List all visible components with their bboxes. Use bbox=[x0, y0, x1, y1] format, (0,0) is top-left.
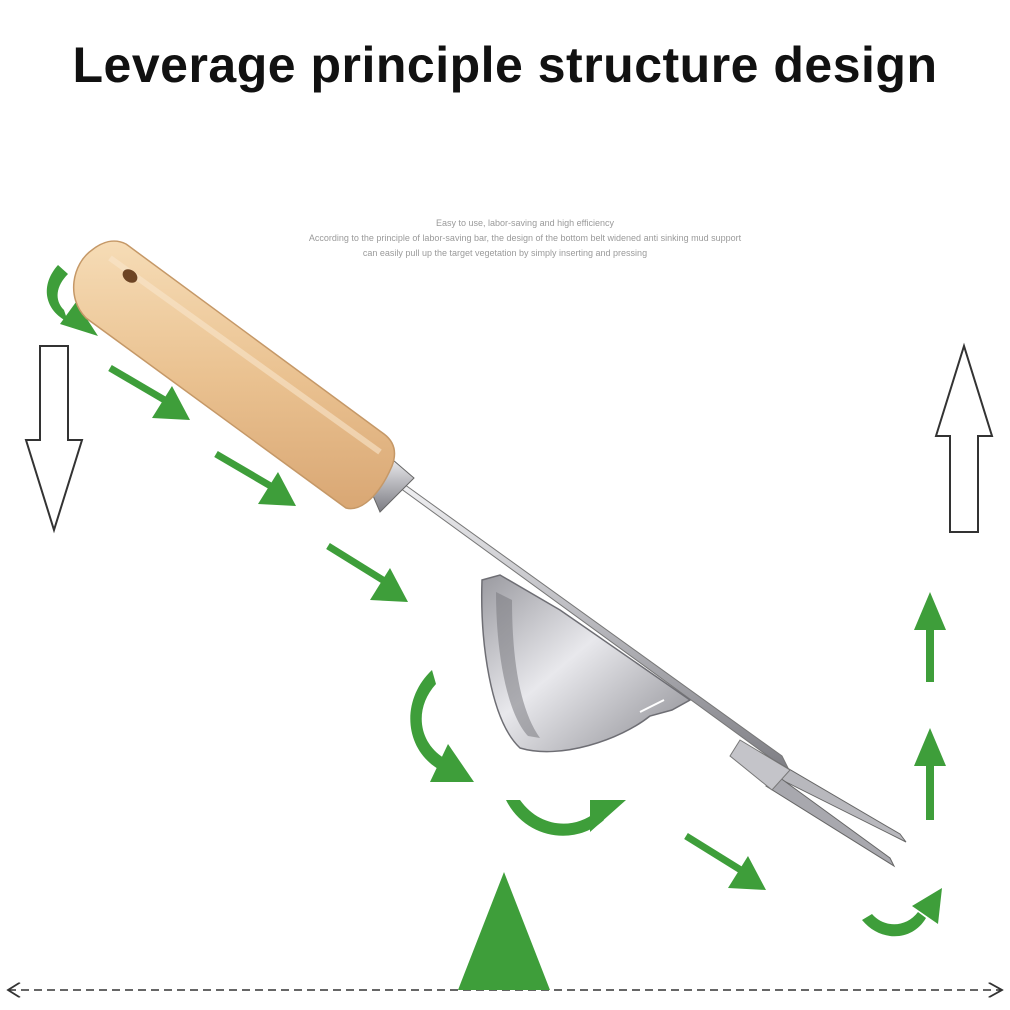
curved-arrow-icon bbox=[410, 670, 474, 782]
diagonal-arrow-icon bbox=[684, 833, 766, 890]
up-arrow-icon bbox=[914, 592, 946, 682]
diagonal-arrow-icon bbox=[326, 543, 408, 602]
curved-arrow-icon bbox=[862, 888, 942, 937]
diagonal-arrow-icon bbox=[108, 364, 190, 420]
caption-line-3: can easily pull up the target vegetation… bbox=[362, 248, 648, 258]
motion-arrows bbox=[46, 265, 946, 937]
hang-hole bbox=[122, 269, 138, 283]
curved-arrow-icon bbox=[506, 800, 626, 836]
diagonal-arrow-icon bbox=[214, 450, 296, 506]
curved-arrow-icon bbox=[46, 265, 98, 336]
down-arrow-outline-icon bbox=[24, 345, 84, 534]
up-arrow-icon bbox=[914, 728, 946, 820]
fulcrum-triangle-icon bbox=[458, 872, 550, 990]
weeder-tool bbox=[72, 240, 907, 868]
steel-shaft bbox=[389, 473, 907, 868]
caption-line-1: Easy to use, labor-saving and high effic… bbox=[436, 218, 614, 228]
wooden-handle bbox=[72, 240, 396, 510]
up-arrow-outline-icon bbox=[934, 342, 994, 533]
caption-line-2: According to the principle of labor-savi… bbox=[308, 233, 742, 243]
fulcrum-blade bbox=[481, 574, 692, 753]
page-title: Leverage principle structure design bbox=[72, 37, 938, 93]
